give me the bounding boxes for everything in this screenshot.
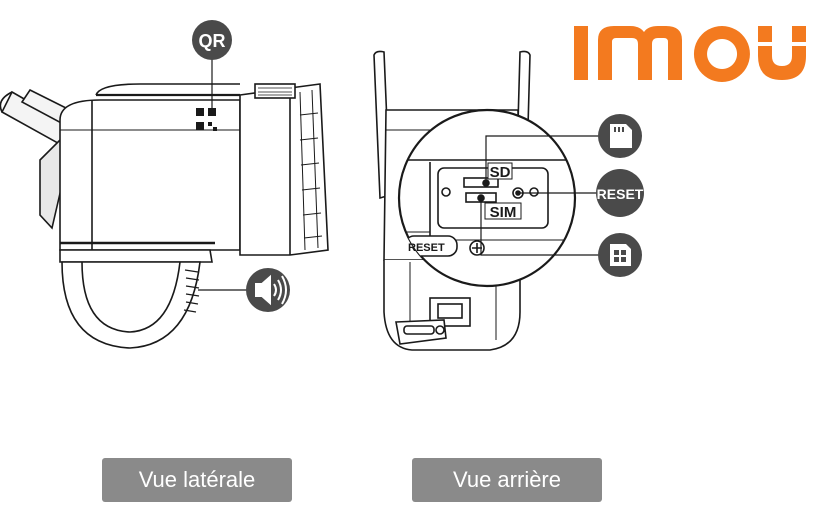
svg-text:SIM: SIM — [490, 204, 517, 221]
sd-slot-label: SD — [487, 162, 513, 181]
speaker-badge — [246, 268, 290, 312]
back-view-caption: Vue arrière — [412, 458, 602, 502]
imou-logo — [574, 26, 806, 82]
qr-badge: QR — [192, 20, 232, 60]
svg-text:SD: SD — [490, 164, 511, 181]
sim-slot-label: SIM — [484, 202, 522, 221]
side-view-camera — [0, 83, 329, 349]
sd-card-badge — [598, 114, 642, 158]
sim-card-icon — [610, 244, 631, 266]
reset-strip-label: RESET — [408, 242, 445, 254]
speaker-icon — [255, 274, 287, 306]
side-view-caption: Vue latérale — [102, 458, 292, 502]
svg-text:RESET: RESET — [597, 186, 644, 202]
sim-card-badge — [598, 233, 642, 277]
qr-code-mark — [196, 108, 217, 131]
back-panel-zoom: RESET — [397, 108, 577, 288]
sd-card-icon — [610, 124, 632, 148]
svg-text:QR: QR — [199, 31, 226, 51]
reset-badge: RESET — [596, 169, 644, 217]
